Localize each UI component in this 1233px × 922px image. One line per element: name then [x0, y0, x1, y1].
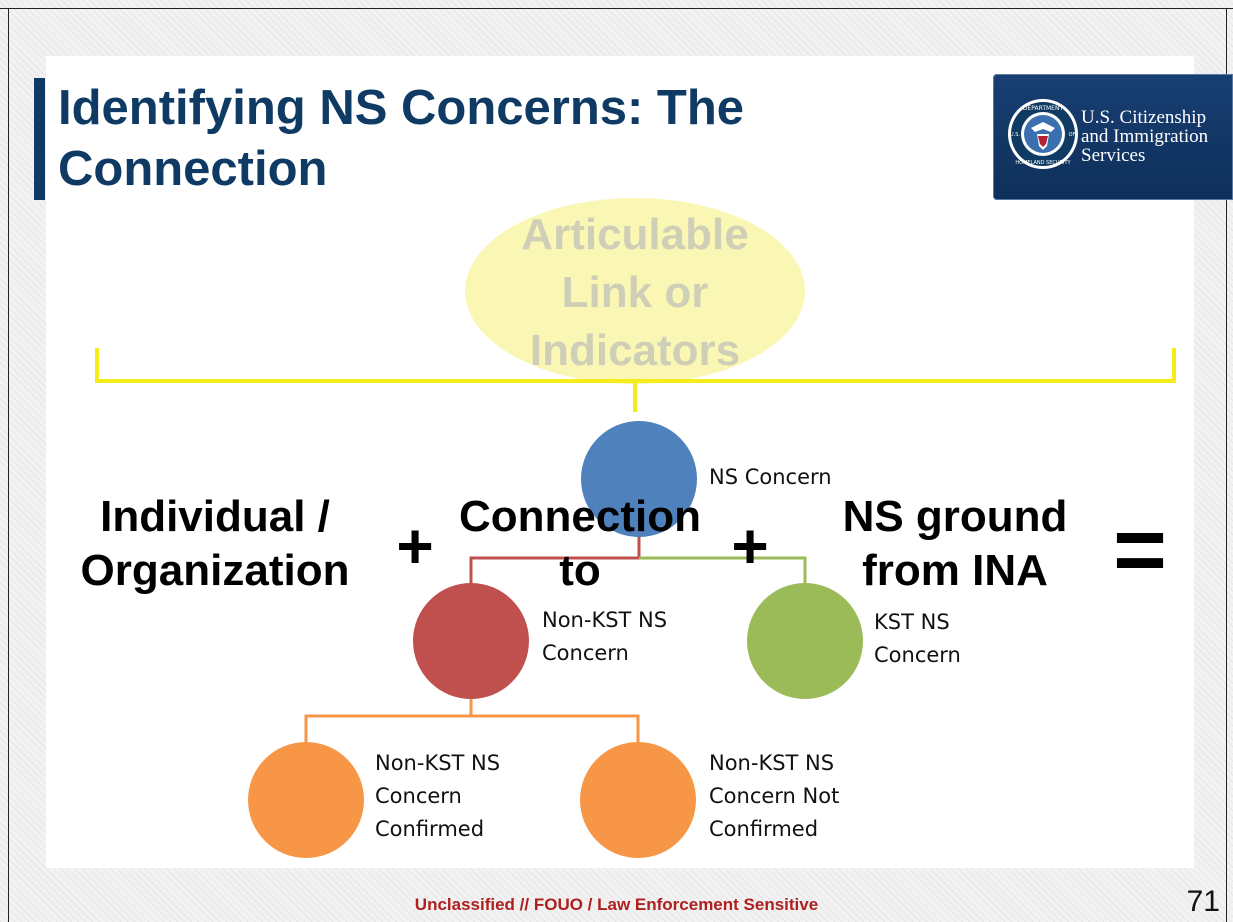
kst-line-1: KST NS	[874, 610, 950, 634]
confirmed-line-2: Concern	[375, 784, 462, 808]
equals-operator: =	[1113, 499, 1167, 601]
logo-text: U.S. Citizenship and Immigration Service…	[1081, 108, 1208, 165]
confirmed-line-1: Non-KST NS	[375, 751, 501, 775]
term1-line-1: Individual /	[100, 492, 330, 541]
seal-text-right: OF	[1069, 132, 1076, 138]
concern-confirmed-label: Non-KST NS Concern Confirmed	[375, 747, 500, 846]
non-kst-line-1: Non-KST NS	[542, 608, 668, 632]
title-accent-bar	[34, 78, 45, 200]
logo-line-3: Services	[1081, 145, 1146, 166]
term2-line-2: to	[559, 546, 601, 595]
non-kst-concern-node	[413, 583, 529, 699]
concern-not-confirmed-node	[580, 742, 696, 858]
uscis-logo: DEPARTMENT HOMELAND SECURITY U.S. OF U.S…	[993, 74, 1233, 200]
concern-confirmed-node	[248, 742, 364, 858]
seal-text-left: U.S.	[1010, 132, 1020, 138]
term3-line-2: from INA	[862, 546, 1048, 595]
callout-line-1: Articulable	[521, 210, 749, 259]
not-confirmed-line-3: Confirmed	[709, 817, 819, 841]
kst-concern-node	[747, 583, 863, 699]
green-connector	[639, 556, 807, 590]
term3-line-1: NS ground	[842, 492, 1068, 541]
yellow-bracket	[95, 348, 1176, 412]
page-number: 71	[1186, 885, 1220, 918]
callout-line-2: Link or	[561, 268, 709, 317]
concern-not-confirmed-label: Non-KST NS Concern Not Confirmed	[709, 747, 839, 846]
ns-concern-text: NS Concern	[709, 465, 832, 489]
dhs-seal-icon: DEPARTMENT HOMELAND SECURITY U.S. OF	[1008, 99, 1078, 169]
frame-left-line	[8, 8, 9, 922]
logo-line-1: U.S. Citizenship	[1081, 107, 1207, 128]
articulable-link-ellipse	[465, 198, 805, 384]
seal-text-bottom: HOMELAND SECURITY	[1015, 160, 1071, 166]
ns-concern-node	[581, 421, 697, 537]
articulable-link-label: Articulable Link or Indicators	[465, 206, 805, 380]
term2-line-1: Connection	[459, 492, 701, 541]
frame-top-line	[0, 8, 1233, 9]
connection-to-term: Connection to	[430, 490, 730, 598]
kst-line-2: Concern	[874, 643, 961, 667]
seal-text-top: DEPARTMENT	[1023, 105, 1064, 112]
individual-organization-term: Individual / Organization	[40, 490, 390, 598]
title-line-1: Identifying NS Concerns: The	[58, 81, 745, 135]
callout-line-3: Indicators	[529, 326, 741, 375]
page-title: Identifying NS Concerns: The Connection	[58, 78, 918, 200]
ns-concern-label: NS Concern	[709, 461, 832, 494]
plus-operator-2: +	[731, 510, 769, 582]
logo-line-2: and Immigration	[1081, 126, 1209, 147]
frame-right-line	[1226, 8, 1227, 922]
non-kst-line-2: Concern	[542, 641, 629, 665]
non-kst-concern-label: Non-KST NS Concern	[542, 604, 667, 670]
ns-ground-term: NS ground from INA	[800, 490, 1110, 598]
kst-concern-label: KST NS Concern	[874, 606, 961, 672]
not-confirmed-line-1: Non-KST NS	[709, 751, 835, 775]
plus-operator-1: +	[396, 510, 434, 582]
orange-connector	[304, 696, 640, 742]
confirmed-line-3: Confirmed	[375, 817, 485, 841]
red-connector	[469, 536, 641, 590]
not-confirmed-line-2: Concern Not	[709, 784, 840, 808]
term1-line-2: Organization	[80, 546, 350, 595]
classification-marking: Unclassified // FOUO / Law Enforcement S…	[414, 895, 819, 914]
title-line-2: Connection	[58, 142, 328, 196]
